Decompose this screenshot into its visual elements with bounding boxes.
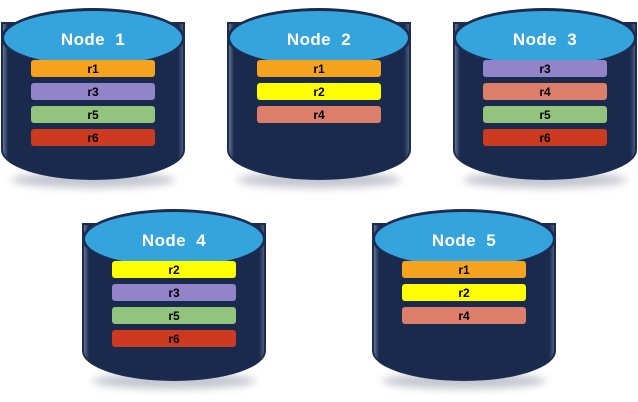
- record-bar-label: r2: [458, 285, 470, 300]
- record-bar[interactable]: r5: [483, 106, 607, 123]
- record-bar-label: r4: [539, 84, 551, 99]
- record-bar[interactable]: r2: [257, 83, 381, 100]
- record-bar[interactable]: r5: [112, 307, 236, 324]
- cylinder-top-disc: Node 4: [82, 209, 266, 269]
- record-bar[interactable]: r5: [31, 106, 155, 123]
- record-bar-label: r3: [87, 84, 99, 99]
- node-cylinder[interactable]: Node 4 r2 r3 r5 r6: [82, 209, 266, 395]
- record-bar-list: r1 r2 r4: [227, 60, 411, 123]
- node-cylinder[interactable]: Node 3 r3 r4 r5 r6: [453, 8, 637, 194]
- node-cylinder[interactable]: Node 1 r1 r3 r5 r6: [1, 8, 185, 194]
- cylinder-top-disc: Node 5: [372, 209, 556, 269]
- record-bar-label: r3: [539, 61, 551, 76]
- record-bar-label: r6: [168, 331, 180, 346]
- record-bar-list: r1 r3 r5 r6: [1, 60, 185, 146]
- record-bar-label: r5: [539, 107, 551, 122]
- node-title: Node 1: [60, 29, 126, 49]
- record-bar-label: r6: [87, 130, 99, 145]
- node-row-top: Node 1 r1 r3 r5 r6 Node 2 r1 r2 r4 Node 3 r3 r4 r5 r6: [0, 8, 638, 194]
- record-bar-label: r2: [168, 262, 180, 277]
- node-row-bottom: Node 4 r2 r3 r5 r6 Node 5 r1 r2 r4: [0, 209, 638, 395]
- node-title: Node 3: [512, 29, 578, 49]
- record-bar[interactable]: r4: [257, 106, 381, 123]
- record-bar[interactable]: r3: [31, 83, 155, 100]
- record-bar[interactable]: r4: [402, 307, 526, 324]
- node-title: Node 5: [431, 230, 497, 250]
- record-bar[interactable]: r3: [483, 60, 607, 77]
- record-bar-label: r3: [168, 285, 180, 300]
- node-cylinder[interactable]: Node 2 r1 r2 r4: [227, 8, 411, 194]
- node-cylinder[interactable]: Node 5 r1 r2 r4: [372, 209, 556, 395]
- record-bar-label: r4: [313, 107, 325, 122]
- record-bar[interactable]: r6: [483, 129, 607, 146]
- cylinder-top-disc: Node 3: [453, 8, 637, 68]
- record-bar[interactable]: r1: [31, 60, 155, 77]
- record-bar[interactable]: r6: [112, 330, 236, 347]
- record-bar-list: r1 r2 r4: [372, 261, 556, 324]
- record-bar-label: r2: [313, 84, 325, 99]
- record-bar[interactable]: r1: [402, 261, 526, 278]
- record-bar-label: r1: [313, 61, 325, 76]
- record-bar-label: r5: [87, 107, 99, 122]
- record-bar[interactable]: r1: [257, 60, 381, 77]
- record-bar[interactable]: r6: [31, 129, 155, 146]
- record-bar-label: r5: [168, 308, 180, 323]
- node-title: Node 2: [286, 29, 352, 49]
- cylinder-top-disc: Node 2: [227, 8, 411, 68]
- record-bar-label: r4: [458, 308, 470, 323]
- record-bar[interactable]: r2: [402, 284, 526, 301]
- record-bar-list: r2 r3 r5 r6: [82, 261, 266, 347]
- record-bar-label: r6: [539, 130, 551, 145]
- record-bar-list: r3 r4 r5 r6: [453, 60, 637, 146]
- record-bar[interactable]: r2: [112, 261, 236, 278]
- record-bar-label: r1: [458, 262, 470, 277]
- record-bar[interactable]: r4: [483, 83, 607, 100]
- record-bar[interactable]: r3: [112, 284, 236, 301]
- cylinder-top-disc: Node 1: [1, 8, 185, 68]
- record-bar-label: r1: [87, 61, 99, 76]
- node-title: Node 4: [141, 230, 207, 250]
